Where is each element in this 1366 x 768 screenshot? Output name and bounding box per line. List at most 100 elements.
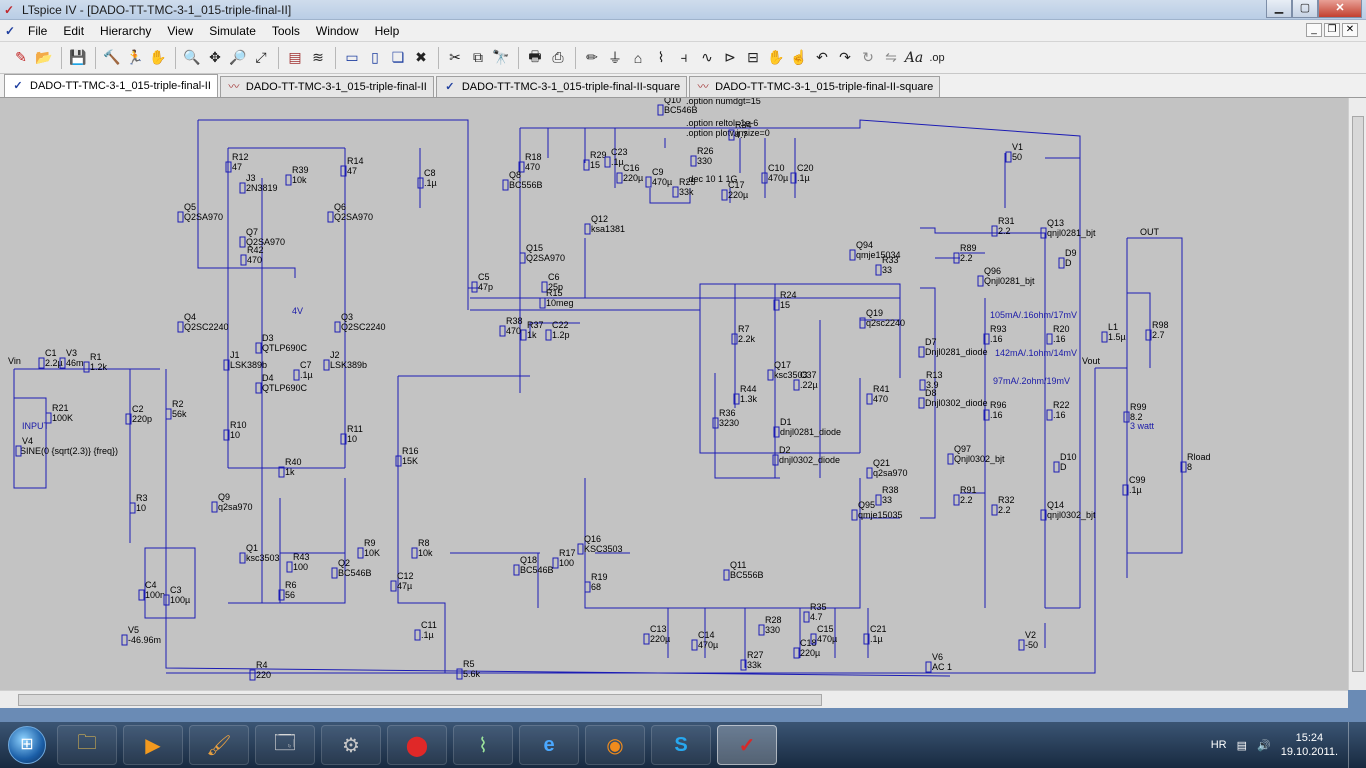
component-d9[interactable]: D9D	[1058, 248, 1077, 269]
save-icon[interactable]: 💾	[69, 49, 87, 65]
document-menu-icon[interactable]: ✓	[4, 23, 16, 38]
ground-icon[interactable]: ⏚	[608, 49, 622, 66]
component-r20[interactable]: R20.16	[1046, 324, 1070, 345]
component-r7[interactable]: R72.2k	[731, 324, 756, 345]
run-icon[interactable]: 🏃	[126, 49, 144, 65]
spice-directive[interactable]: .option reltol=1e-6	[686, 118, 758, 128]
taskbar-firefox[interactable]: ◉	[585, 725, 645, 765]
control-panel-icon[interactable]: 🔨	[103, 49, 121, 65]
tab-schematic-main[interactable]: ✓ DADO-TT-TMC-3-1_015-triple-final-II	[4, 74, 218, 97]
halt-icon[interactable]: ✋	[149, 49, 167, 65]
taskbar-paint[interactable]: 🖌	[189, 725, 249, 765]
component-c21[interactable]: C21.1µ	[863, 624, 887, 645]
capacitor-icon[interactable]: ⫞	[680, 49, 688, 65]
measurement-note[interactable]: 97mA/.2ohm/19mV	[993, 376, 1070, 386]
maximize-button[interactable]: ▢	[1292, 0, 1318, 18]
component-c20[interactable]: C20.1µ	[790, 163, 814, 184]
component-v2[interactable]: V2-50	[1018, 630, 1038, 651]
mirror-icon[interactable]: ⇋	[885, 49, 897, 65]
schematic-canvas[interactable]: .option numdgt=15 .option reltol=1e-6 .o…	[0, 98, 1348, 690]
inductor-icon[interactable]: ∿	[701, 49, 713, 65]
taskbar-ltspice[interactable]: ✓	[717, 725, 777, 765]
pan-icon[interactable]: ✥	[209, 49, 221, 65]
doc-restore-button[interactable]: ❐	[1324, 23, 1340, 37]
horizontal-scrollbar[interactable]	[0, 690, 1348, 708]
taskbar-network[interactable]: ⚙	[321, 725, 381, 765]
component-v5[interactable]: V5-46.96m	[121, 625, 161, 646]
component-c8[interactable]: C8.1µ	[417, 168, 437, 189]
component-c7[interactable]: C7.1µ	[293, 360, 313, 381]
zoom-in-icon[interactable]: 🔍	[183, 49, 201, 65]
component-icon[interactable]: ⊟	[747, 49, 759, 65]
diode-icon[interactable]: ⊳	[724, 49, 736, 65]
cascade-icon[interactable]: ❏	[391, 49, 405, 65]
component-c11[interactable]: C11.1µ	[414, 620, 437, 641]
component-c99[interactable]: C99.1µ	[1122, 475, 1146, 496]
tab-waveform-square[interactable]: 〰 DADO-TT-TMC-3-1_015-triple-final-II-sq…	[689, 76, 941, 97]
open-icon[interactable]: 📂	[35, 49, 53, 65]
menu-window[interactable]: Window	[315, 23, 359, 38]
component-r96[interactable]: R96.16	[983, 400, 1007, 421]
menu-file[interactable]: File	[28, 23, 48, 38]
net-label-vin[interactable]: Vin	[8, 356, 21, 366]
component-v4[interactable]: V4	[15, 436, 33, 457]
vertical-scrollbar[interactable]	[1348, 98, 1366, 690]
measurement-note[interactable]: 105mA/.16ohm/17mV	[990, 310, 1077, 320]
power-note[interactable]: 3 watt	[1130, 421, 1155, 431]
taskbar-oscilloscope[interactable]: ⌇	[453, 725, 513, 765]
menu-simulate[interactable]: Simulate	[209, 23, 256, 38]
spice-directive-icon[interactable]: .op	[929, 51, 945, 64]
taskbar-internet-explorer[interactable]: e	[519, 725, 579, 765]
minimize-button[interactable]: ▁	[1266, 0, 1292, 18]
